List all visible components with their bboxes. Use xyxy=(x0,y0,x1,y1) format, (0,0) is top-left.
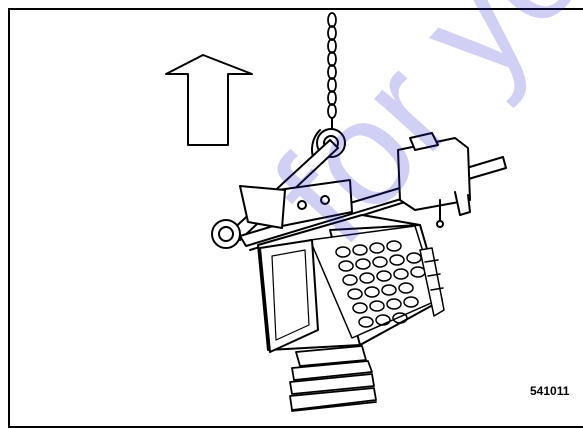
engine-mount-plate xyxy=(239,179,353,229)
figure-number: 541011 xyxy=(530,384,570,398)
throttle-control-box xyxy=(397,132,471,228)
lifting-chain xyxy=(327,12,337,119)
lift-direction-arrow-icon xyxy=(165,54,253,146)
side-cover xyxy=(419,247,445,317)
air-filter-housing xyxy=(259,239,319,353)
rammer-bellows xyxy=(289,345,377,412)
engine-cage-grill xyxy=(309,225,439,339)
lifting-illustration xyxy=(165,12,507,412)
